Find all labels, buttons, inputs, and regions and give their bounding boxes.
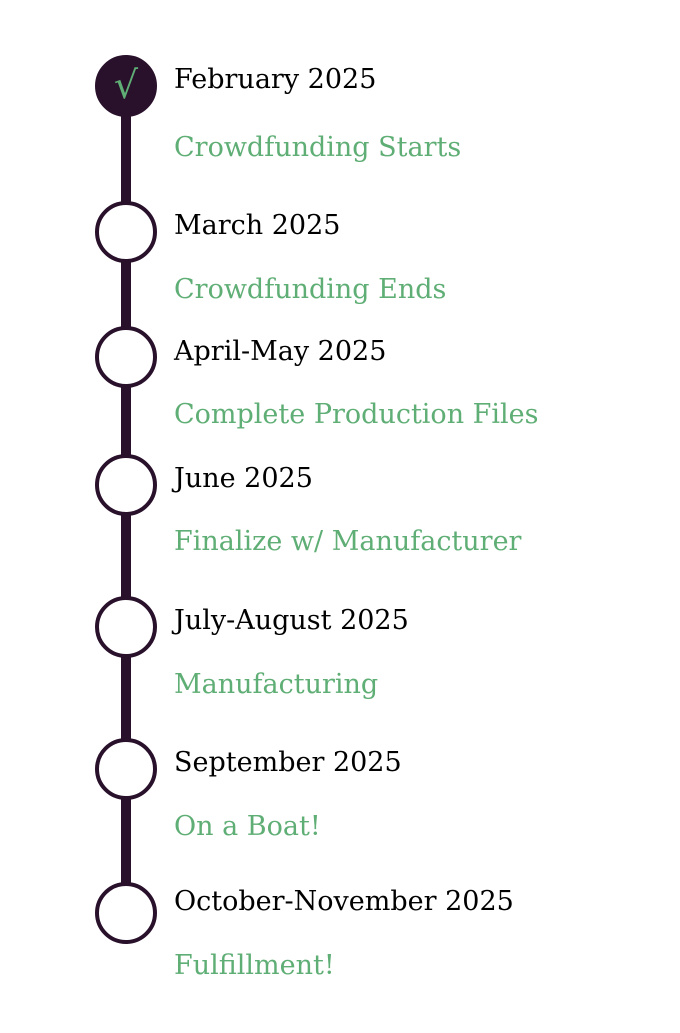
milestone-label: Fulfillment! [174, 950, 335, 981]
milestone-date: July-August 2025 [174, 605, 409, 636]
milestone-date: February 2025 [174, 64, 377, 95]
milestone-label: Manufacturing [174, 669, 379, 700]
milestone-node [95, 596, 157, 658]
milestone-node [95, 454, 157, 516]
milestone-label: On a Boat! [174, 811, 321, 842]
milestone-label: Crowdfunding Ends [174, 274, 447, 305]
milestone-node-completed: √ [95, 55, 157, 117]
milestone-node [95, 326, 157, 388]
milestone-date: September 2025 [174, 747, 402, 778]
milestone-date: October-November 2025 [174, 886, 514, 917]
milestone-date: April-May 2025 [174, 336, 387, 367]
milestone-date: June 2025 [174, 463, 313, 494]
milestone-label: Finalize w/ Manufacturer [174, 526, 522, 557]
milestone-label: Complete Production Files [174, 399, 539, 430]
check-icon: √ [113, 63, 139, 107]
milestone-node [95, 201, 157, 263]
milestone-date: March 2025 [174, 210, 341, 241]
milestone-node [95, 738, 157, 800]
milestone-label: Crowdfunding Starts [174, 132, 462, 163]
milestone-node [95, 882, 157, 944]
